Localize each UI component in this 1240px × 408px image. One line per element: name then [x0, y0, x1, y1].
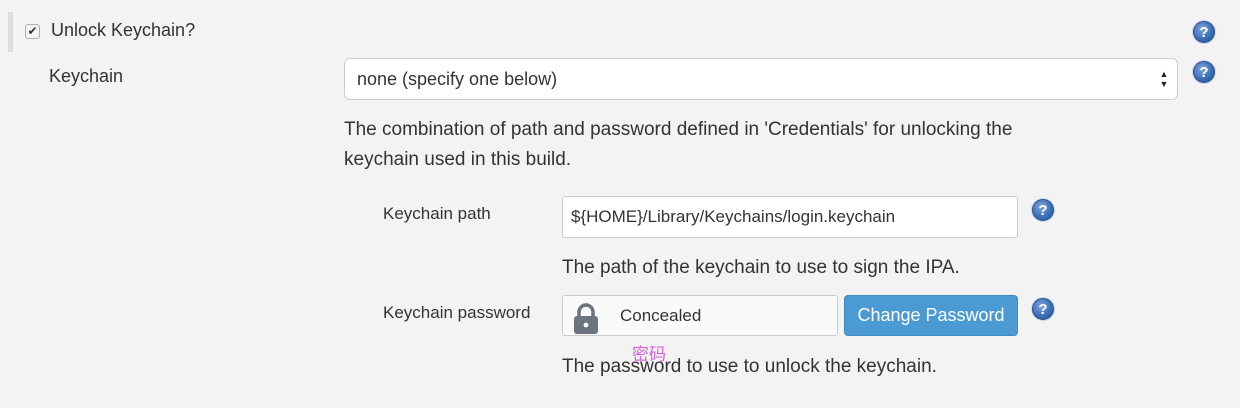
unlock-keychain-label: Unlock Keychain? — [51, 20, 196, 40]
keychain-description: The combination of path and password def… — [344, 119, 1013, 170]
keychain-path-description: The path of the keychain to use to sign … — [562, 257, 960, 278]
help-icon-keychain[interactable]: ? — [1193, 61, 1215, 83]
help-icon-keychain-password[interactable]: ? — [1032, 298, 1054, 320]
help-icon-unlock-keychain[interactable]: ? — [1193, 21, 1215, 43]
keychain-label: Keychain — [49, 66, 124, 86]
keychain-password-label: Keychain password — [383, 303, 531, 322]
keychain-password-field[interactable]: Concealed — [562, 295, 838, 336]
keychain-select[interactable]: none (specify one below) ▲▼ — [344, 58, 1178, 100]
password-annotation: 密码 — [632, 345, 666, 364]
keychain-select-value: none (specify one below) — [357, 68, 558, 89]
keychain-path-label: Keychain path — [383, 204, 491, 223]
lock-icon — [574, 303, 598, 334]
section-indicator-bar — [8, 12, 13, 52]
keychain-password-description: The password to use to unlock the keycha… — [562, 356, 937, 377]
keychain-path-value: ${HOME}/Library/Keychains/login.keychain — [571, 207, 896, 226]
help-icon-keychain-path[interactable]: ? — [1032, 199, 1054, 221]
keychain-path-input[interactable]: ${HOME}/Library/Keychains/login.keychain — [562, 196, 1018, 238]
keychain-password-value: Concealed — [620, 305, 702, 325]
change-password-button[interactable]: Change Password — [844, 295, 1018, 336]
select-arrows-icon: ▲▼ — [1159, 69, 1169, 89]
unlock-keychain-checkbox[interactable]: ✔ — [25, 24, 40, 39]
